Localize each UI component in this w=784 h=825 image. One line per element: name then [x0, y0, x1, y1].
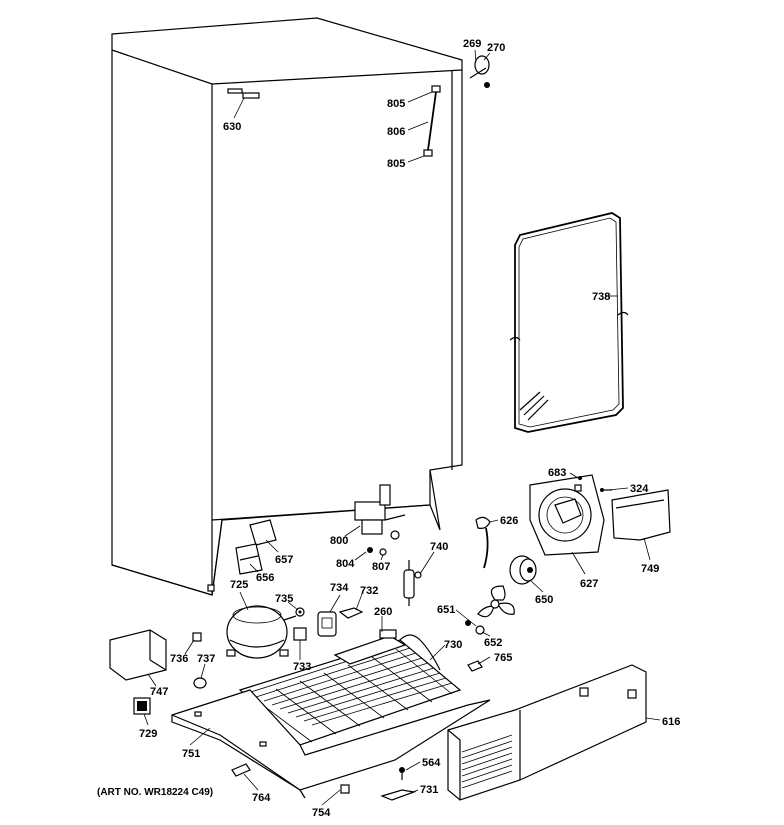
- label-749: 749: [641, 563, 659, 575]
- leader-lines: [143, 49, 661, 806]
- part-260-dryer: [333, 629, 407, 665]
- label-805-top: 805: [387, 98, 405, 110]
- label-729: 729: [139, 728, 157, 740]
- cabinet: [111, 17, 463, 596]
- label-725: 725: [230, 579, 248, 591]
- label-626: 626: [500, 515, 518, 527]
- part-651-fan-blade: [465, 585, 515, 635]
- part-749-cover: [600, 488, 671, 541]
- label-747: 747: [150, 686, 168, 698]
- part-616-back-cover: [447, 664, 647, 801]
- label-652: 652: [484, 637, 502, 649]
- part-765-clip: [467, 660, 483, 672]
- part-764: [231, 763, 251, 777]
- part-725-compressor: [226, 605, 297, 659]
- label-751: 751: [182, 748, 200, 760]
- part-731: [380, 789, 417, 801]
- part-729: [133, 697, 151, 715]
- label-627: 627: [580, 578, 598, 590]
- label-269: 269: [463, 38, 481, 50]
- label-764: 764: [252, 792, 271, 804]
- part-738-gasket: [509, 212, 629, 433]
- label-656: 656: [256, 572, 274, 584]
- label-650: 650: [535, 594, 553, 606]
- label-657: 657: [275, 554, 293, 566]
- part-736-737: [192, 632, 207, 689]
- part-740: [403, 560, 422, 606]
- art-number-caption: (ART NO. WR18224 C49): [97, 787, 213, 798]
- part-657-656: [235, 519, 277, 575]
- label-730: 730: [444, 639, 462, 651]
- part-627-fan-shroud: [529, 474, 605, 556]
- label-805-bottom: 805: [387, 158, 405, 170]
- label-616: 616: [662, 716, 680, 728]
- part-650-motor: [509, 555, 537, 585]
- label-734: 734: [330, 582, 349, 594]
- label-737: 737: [197, 653, 215, 665]
- part-269-270: [469, 55, 490, 88]
- label-731: 731: [420, 784, 438, 796]
- part-754: [340, 784, 350, 794]
- part-747-cover: [109, 629, 167, 681]
- label-564: 564: [422, 757, 441, 769]
- part-626-sensor: [475, 516, 491, 569]
- label-807: 807: [372, 561, 390, 573]
- label-754: 754: [312, 807, 331, 819]
- part-564-screw: [399, 767, 405, 780]
- label-765: 765: [494, 652, 512, 664]
- label-651: 651: [437, 604, 455, 616]
- part-735-733: [293, 607, 307, 641]
- label-806: 806: [387, 126, 405, 138]
- label-270: 270: [487, 42, 505, 54]
- label-630: 630: [223, 121, 241, 133]
- callout-labels: 269 270 630 805 806 805 738 683 324 626 …: [139, 38, 680, 819]
- label-735: 735: [275, 593, 293, 605]
- label-738: 738: [592, 291, 610, 303]
- label-260: 260: [374, 606, 392, 618]
- label-800: 800: [330, 535, 348, 547]
- label-733: 733: [293, 661, 311, 673]
- part-630: [227, 88, 260, 99]
- label-324: 324: [630, 483, 649, 495]
- label-732: 732: [360, 585, 378, 597]
- label-740: 740: [430, 541, 448, 553]
- part-806-tube: [423, 85, 441, 157]
- part-734-overload: [317, 607, 364, 637]
- part-751-base: [171, 689, 491, 799]
- label-683: 683: [548, 467, 566, 479]
- part-800-valve: [354, 484, 406, 556]
- label-804: 804: [336, 558, 355, 570]
- label-736: 736: [170, 653, 188, 665]
